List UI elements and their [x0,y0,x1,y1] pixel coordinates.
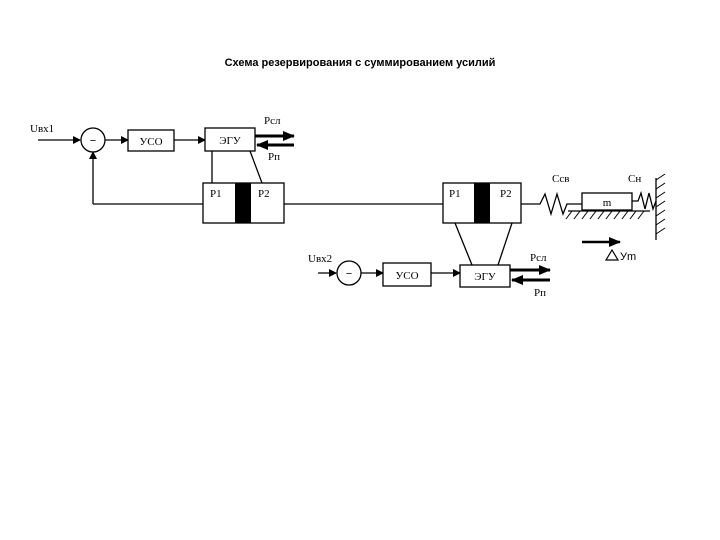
valve1-cyl1-line-b [249,150,263,184]
supply2-label: Pсл [530,252,547,264]
valve2-label: ЭГУ [474,271,496,283]
c-n-label: Cн [628,173,641,185]
input2-label: Uвх2 [308,253,332,265]
ground-hatching [565,210,645,220]
summing-sign-2: − [346,268,352,280]
cylinder2-p1-label: P1 [449,188,461,200]
return1-label: Pп [268,151,280,163]
diagram-title: Схема резервирования с суммированием уси… [224,57,496,69]
valve1-block [204,127,256,152]
cylinder2-piston [474,183,490,223]
wall-hatching [655,173,666,235]
supply1-label: Pсл [264,115,281,127]
cylinder1-p1-label: P1 [210,188,222,200]
spring-c-sv [521,191,582,217]
amp2-block [382,262,432,287]
amp2-label: УСО [395,270,418,282]
delta-y-label: Уm [620,251,636,263]
valve1-label: ЭГУ [219,135,241,147]
valve2-block [459,264,511,288]
c-sv-label: Cсв [552,173,569,185]
delta-symbol [604,248,620,261]
summing-sign-1: − [90,135,96,147]
cyl2-valve2-line-b [497,222,513,266]
cylinder1-piston [235,183,251,223]
input1-label: Uвх1 [30,123,54,135]
cyl2-valve2-line-a [454,222,473,266]
return2-label: Pп [534,287,546,299]
cylinder1-p2-label: P2 [258,188,270,200]
amp1-label: УСО [139,136,162,148]
spring-c-n [632,190,657,212]
cylinder2-p2-label: P2 [500,188,512,200]
mass-label: m [603,197,612,209]
